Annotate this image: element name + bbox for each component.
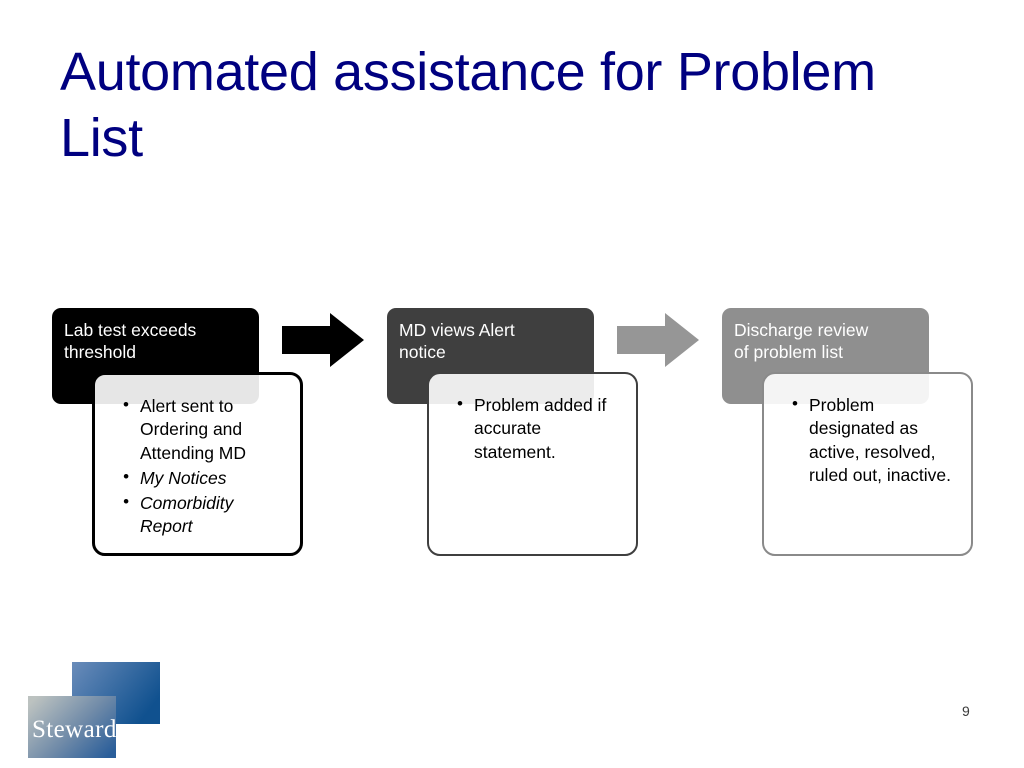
list-item: Comorbidity Report	[123, 491, 290, 539]
stage-1-card: Alert sent to Ordering and Attending MD …	[92, 372, 303, 556]
list-item: Alert sent to Ordering and Attending MD	[123, 394, 290, 465]
page-title: Automated assistance for Problem List	[60, 42, 876, 168]
stage-3-bullet-list: Problem designated as active, resolved, …	[764, 374, 971, 487]
stage-2-card: Problem added if accurate statement.	[427, 372, 638, 556]
flow-arrow-1-icon	[282, 313, 364, 367]
stage-2-bullet-list: Problem added if accurate statement.	[429, 374, 636, 464]
flow-arrow-2-icon	[617, 313, 699, 367]
page-number: 9	[962, 703, 970, 719]
logo-wordmark: Steward	[32, 716, 117, 743]
stage-3-card: Problem designated as active, resolved, …	[762, 372, 973, 556]
steward-logo	[28, 662, 160, 758]
list-item: My Notices	[123, 466, 290, 490]
list-item: Problem designated as active, resolved, …	[792, 393, 961, 487]
stage-1-bullet-list: Alert sent to Ordering and Attending MD …	[95, 375, 300, 539]
list-item: Problem added if accurate statement.	[457, 393, 626, 464]
